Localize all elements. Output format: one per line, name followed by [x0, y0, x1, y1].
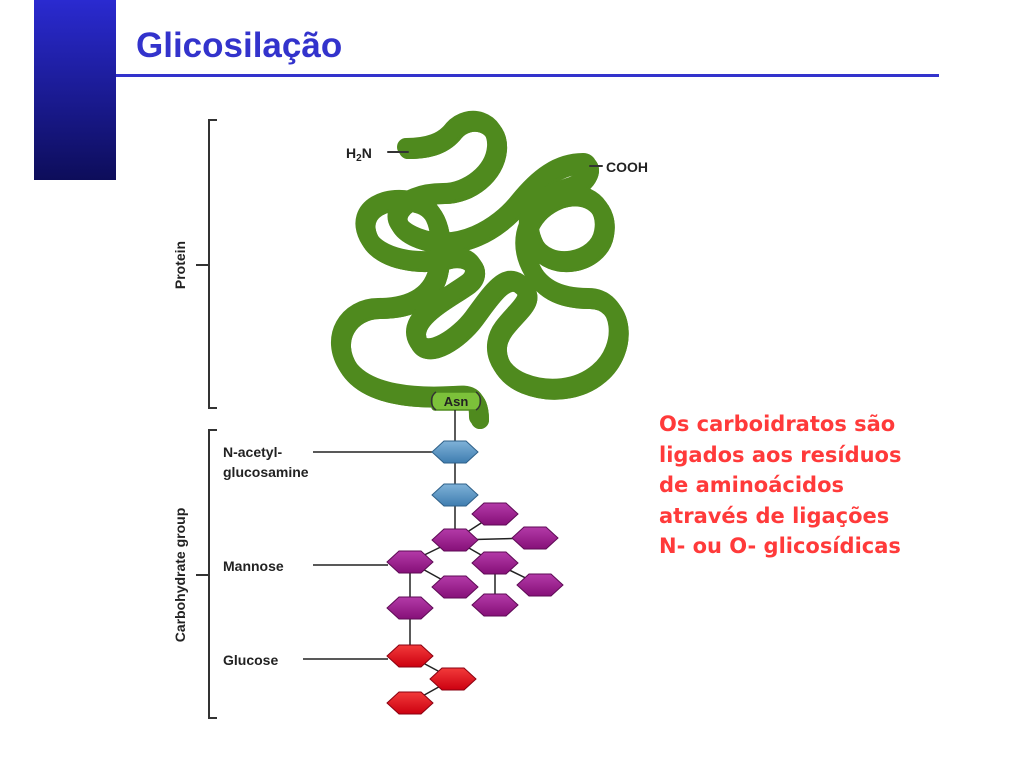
n-acetylglucosamine-hexagon — [431, 440, 479, 464]
mannose-hexagon — [471, 551, 519, 575]
n-acetylglucosamine-label-line1: N-acetyl- — [223, 444, 282, 460]
title-underline — [116, 74, 939, 77]
protein-bracket — [196, 119, 217, 409]
mannose-units — [386, 502, 564, 620]
mannose-hexagon — [516, 573, 564, 597]
carbohydrate-group-label: Carbohydrate group — [172, 508, 188, 643]
slide-title: Glicosilação — [136, 26, 343, 65]
n-acetylglucosamine-label-line2: glucosamine — [223, 464, 309, 480]
glucose-hexagon — [386, 644, 434, 668]
n-acetylglucosamine-units — [431, 440, 479, 507]
leader-lines — [303, 451, 432, 660]
caption-line: ligados aos resíduos — [659, 442, 902, 467]
mannose-hexagon — [431, 528, 479, 552]
mannose-label: Mannose — [223, 558, 284, 574]
protein-chain — [340, 120, 620, 429]
caption-line: N- ou O- glicosídicas — [659, 534, 901, 558]
glucose-hexagon — [386, 691, 434, 715]
glucose-hexagon — [429, 667, 477, 691]
mannose-hexagon — [471, 502, 519, 526]
asn-label: Asn — [444, 394, 469, 409]
glucose-label: Glucose — [223, 652, 278, 668]
caption-line: de aminoácidos — [659, 473, 844, 497]
mannose-hexagon — [386, 596, 434, 620]
caption-text: Os carboidratos são ligados aos resíduos… — [659, 409, 999, 562]
caption-line: Os carboidratos são — [659, 412, 896, 436]
mannose-hexagon — [471, 593, 519, 617]
n-terminus-label: H2N — [346, 145, 372, 164]
mannose-hexagon — [386, 550, 434, 574]
n-acetylglucosamine-hexagon — [431, 483, 479, 507]
glucose-units — [386, 644, 477, 715]
asn-residue — [430, 391, 482, 411]
mannose-hexagon — [431, 575, 479, 599]
protein-label: Protein — [172, 241, 188, 289]
c-terminus-label: COOH — [606, 159, 648, 175]
carbohydrate-bracket — [196, 429, 217, 719]
corner-decoration — [34, 0, 116, 180]
caption-line: através de ligações — [659, 503, 890, 528]
mannose-hexagon — [511, 526, 559, 550]
